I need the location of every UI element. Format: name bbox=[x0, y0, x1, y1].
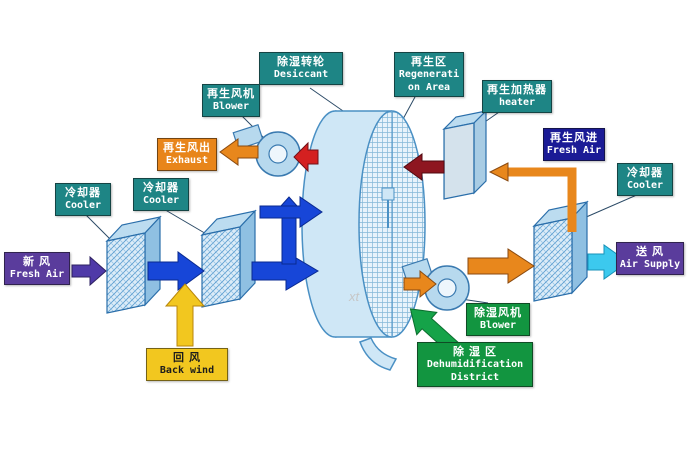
label-fresh-air: 新 风 Fresh Air bbox=[4, 252, 70, 285]
label-dehumid-district-zh: 除 湿 区 bbox=[452, 346, 498, 358]
label-regen-heater-zh: 再生加热器 bbox=[487, 84, 547, 96]
wheel-seal-segment bbox=[359, 337, 398, 371]
label-air-supply-zh: 送 风 bbox=[635, 246, 665, 258]
label-regen-exhaust-en: Exhaust bbox=[165, 155, 209, 167]
label-air-supply-en: Air Supply bbox=[619, 259, 681, 271]
regen-heater-shape bbox=[442, 109, 488, 200]
back-wind-arrow bbox=[164, 283, 206, 347]
label-dehumid-district-en1: Dehumidification bbox=[426, 359, 524, 371]
label-cooler-right-en: Cooler bbox=[626, 180, 664, 192]
cooler-left-outer-shape bbox=[105, 215, 162, 314]
cooler-right-shape bbox=[532, 200, 589, 302]
heater-side-face bbox=[473, 109, 487, 195]
leader-cooler-left-outer bbox=[83, 212, 113, 242]
wheel-to-dehumid-blower-arrow bbox=[403, 269, 437, 299]
cooler2-side-face bbox=[239, 209, 256, 301]
label-cooler-right-zh: 冷却器 bbox=[627, 167, 663, 179]
label-cooler-left-outer-zh: 冷却器 bbox=[65, 187, 101, 199]
process-air-arrow-1 bbox=[147, 251, 205, 291]
label-dehumid-blower-zh: 除湿风机 bbox=[474, 307, 522, 319]
label-regeneration-area-en1: Regenerati bbox=[398, 69, 460, 81]
label-dehumid-district: 除 湿 区 Dehumidification District bbox=[417, 342, 533, 387]
label-air-supply: 送 风 Air Supply bbox=[616, 242, 684, 275]
desiccant-wheel-shape bbox=[301, 110, 426, 338]
label-regen-heater: 再生加热器 heater bbox=[482, 80, 552, 113]
regen-blower-inlet bbox=[268, 144, 288, 164]
cooler1-front-face bbox=[106, 232, 146, 314]
dehumid-blower-inlet bbox=[437, 278, 457, 298]
label-regen-fresh-air-zh: 再生风进 bbox=[550, 132, 598, 144]
label-regeneration-area-zh: 再生区 bbox=[411, 56, 447, 68]
label-regen-blower-en: Blower bbox=[212, 101, 250, 113]
label-desiccant-wheel-en: Desiccant bbox=[273, 69, 329, 81]
label-regen-heater-en: heater bbox=[498, 97, 536, 109]
label-dehumid-blower: 除湿风机 Blower bbox=[466, 303, 530, 336]
label-regeneration-area-en2: on Area bbox=[407, 81, 451, 93]
label-back-wind-zh: 回 风 bbox=[172, 352, 202, 364]
leader-cooler-right bbox=[583, 193, 640, 219]
label-fresh-air-en: Fresh Air bbox=[9, 269, 65, 281]
cooler3-front-face bbox=[533, 217, 573, 302]
regen-fresh-air-duct bbox=[506, 167, 577, 232]
label-dehumid-district-en2: District bbox=[450, 371, 500, 383]
label-regen-blower: 再生风机 Blower bbox=[202, 84, 260, 117]
label-desiccant-wheel: 除湿转轮 Desiccant bbox=[259, 52, 343, 85]
regen-fresh-air-arrowhead bbox=[488, 162, 509, 182]
label-cooler-left-inner: 冷却器 Cooler bbox=[133, 178, 189, 211]
label-desiccant-wheel-zh: 除湿转轮 bbox=[277, 56, 325, 68]
fresh-air-inlet-arrow bbox=[71, 255, 107, 287]
label-regen-exhaust-zh: 再生风出 bbox=[163, 142, 211, 154]
process-air-to-wheel-arrow bbox=[259, 196, 323, 228]
cooler2-front-face bbox=[201, 226, 241, 308]
cooler-left-inner-shape bbox=[200, 209, 257, 308]
wheel-to-blower-arrow bbox=[293, 141, 319, 173]
leader-cooler-left-inner bbox=[161, 207, 209, 236]
exhaust-arrow bbox=[219, 138, 259, 166]
label-dehumid-blower-en: Blower bbox=[479, 320, 517, 332]
watermark: xt bbox=[349, 289, 360, 304]
wheel-hub bbox=[381, 187, 395, 201]
label-cooler-left-inner-en: Cooler bbox=[142, 195, 180, 207]
label-cooler-left-inner-zh: 冷却器 bbox=[143, 182, 179, 194]
label-back-wind-en: Back wind bbox=[159, 365, 215, 377]
label-regen-fresh-air: 再生风进 Fresh Air bbox=[543, 128, 605, 161]
label-cooler-left-outer: 冷却器 Cooler bbox=[55, 183, 111, 216]
blower-to-cooler-arrow bbox=[467, 248, 535, 284]
heater-to-wheel-arrow bbox=[403, 153, 445, 181]
heater-front-face bbox=[443, 122, 475, 200]
label-back-wind: 回 风 Back wind bbox=[146, 348, 228, 381]
label-regen-exhaust: 再生风出 Exhaust bbox=[157, 138, 217, 171]
label-fresh-air-zh: 新 风 bbox=[22, 256, 52, 268]
label-cooler-left-outer-en: Cooler bbox=[64, 200, 102, 212]
cooler1-side-face bbox=[144, 215, 161, 307]
label-regen-blower-zh: 再生风机 bbox=[207, 88, 255, 100]
label-regen-fresh-air-en: Fresh Air bbox=[546, 145, 602, 157]
label-cooler-right: 冷却器 Cooler bbox=[617, 163, 673, 196]
label-regeneration-area: 再生区 Regenerati on Area bbox=[394, 52, 464, 97]
